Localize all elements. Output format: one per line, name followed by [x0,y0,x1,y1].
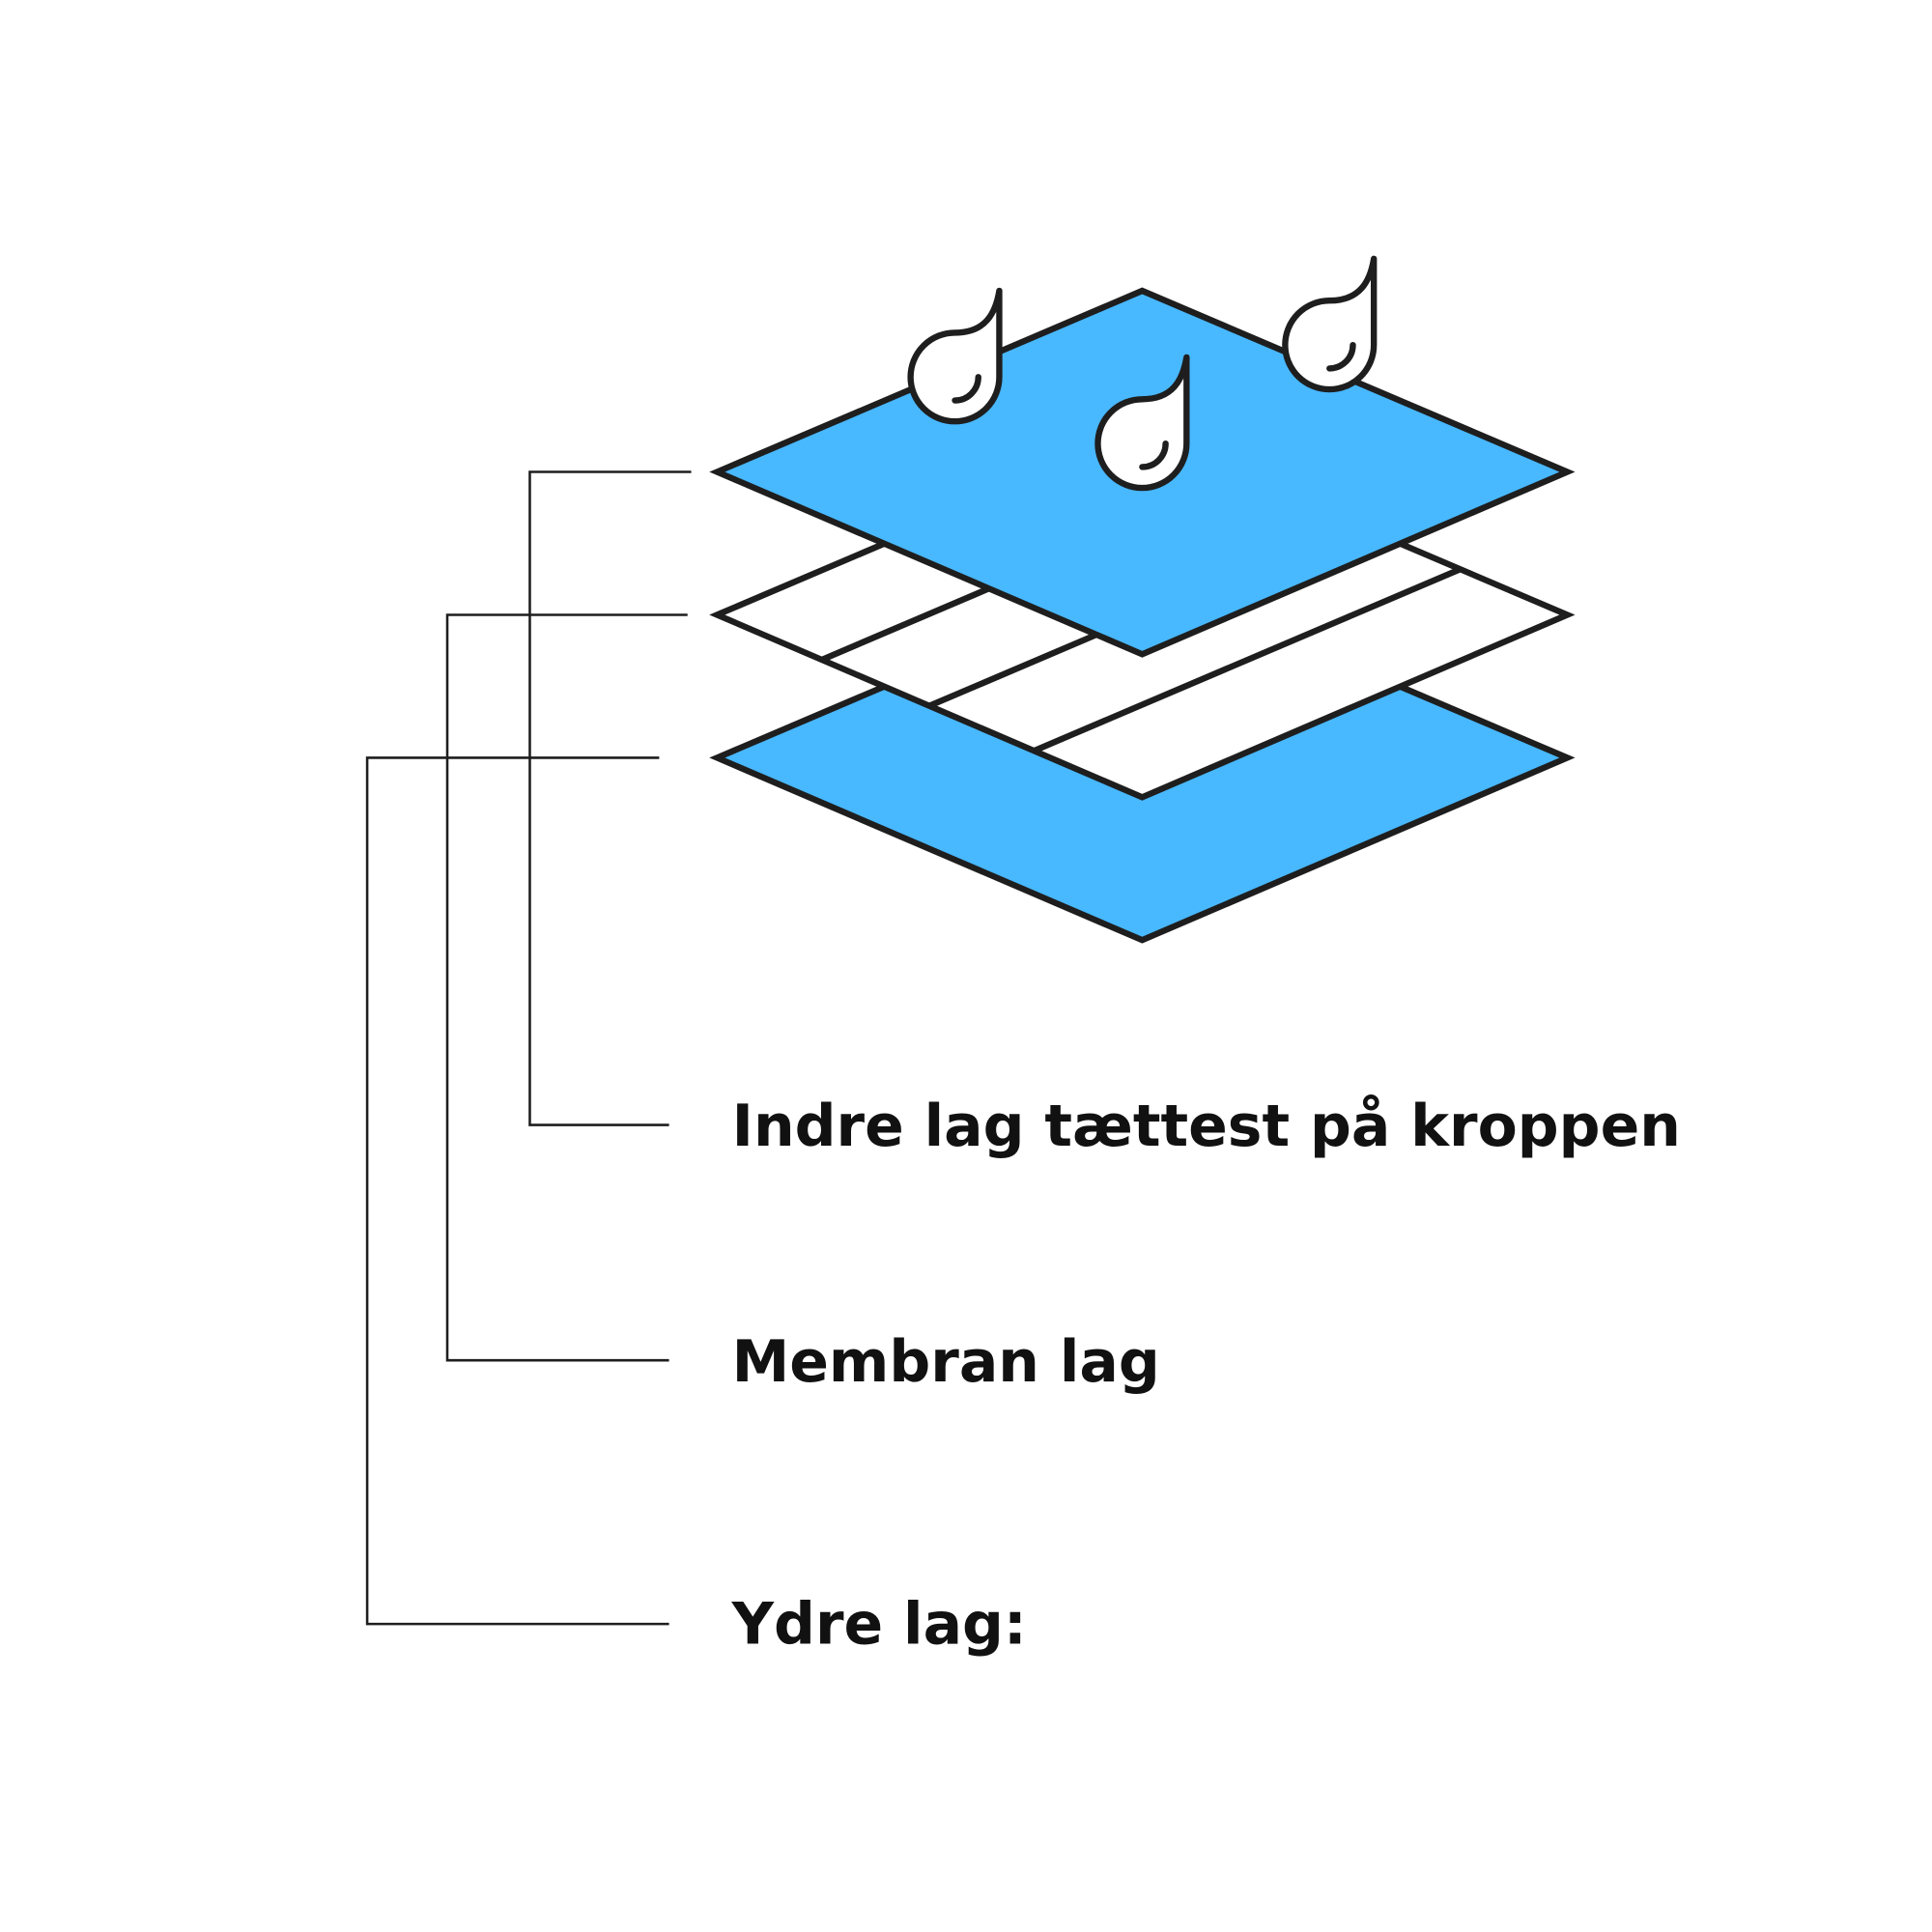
outer-layer-label: Ydre lag: [731,1591,1027,1659]
outer-leader-line [365,756,669,1626]
water-drop-icon [1282,255,1378,393]
water-drop-icon [907,287,1003,425]
membrane-layer-label: Membran lag [732,1328,1160,1396]
water-drop-icon [1094,354,1190,492]
inner-leader-line [528,470,692,1126]
membrane-leader-line [445,613,688,1362]
inner-layer-label: Indre lag tættest på kroppen [732,1093,1681,1160]
